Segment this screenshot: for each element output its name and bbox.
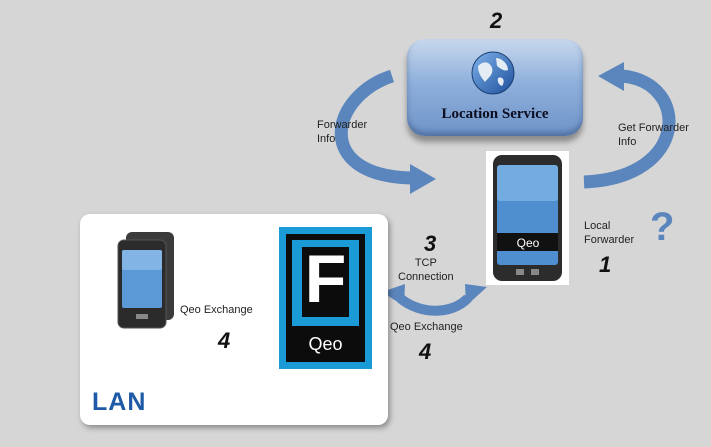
local-forwarder-phone-frame: Qeo <box>486 151 569 285</box>
forwarder-letter: F <box>304 241 347 317</box>
lan-label: LAN <box>92 388 147 416</box>
forwarder-info-arrow <box>334 69 436 194</box>
step-number-4-lan: 4 <box>218 328 231 353</box>
step-number-2: 2 <box>490 8 503 33</box>
step-number-4-tcp: 4 <box>419 339 432 364</box>
lan-phones-icon <box>117 232 174 329</box>
qeo-exchange-label-tcp: Qeo Exchange <box>390 321 463 333</box>
location-service-title: Location Service <box>441 106 549 122</box>
forwarder-info-label: Forwarder Info <box>317 119 368 145</box>
question-mark-icon: ? <box>650 205 675 249</box>
globe-icon <box>471 51 515 95</box>
qeo-exchange-label-lan: Qeo Exchange <box>180 304 253 316</box>
get-forwarder-info-arrow <box>583 62 676 189</box>
smartphone-icon <box>493 155 562 281</box>
get-forwarder-info-label: Get Forwarder Info <box>618 122 689 148</box>
local-forwarder-label: Local Forwarder <box>584 220 635 246</box>
step-number-3: 3 <box>424 231 437 256</box>
forwarder-caption: Qeo <box>308 334 343 354</box>
tcp-connection-arrow <box>382 284 487 316</box>
step-number-1: 1 <box>599 252 612 277</box>
tcp-connection-label: TCP Connection <box>398 257 454 283</box>
phone-screen-label: Qeo <box>516 236 540 250</box>
qeo-forwarder-icon: F Qeo <box>279 227 372 369</box>
